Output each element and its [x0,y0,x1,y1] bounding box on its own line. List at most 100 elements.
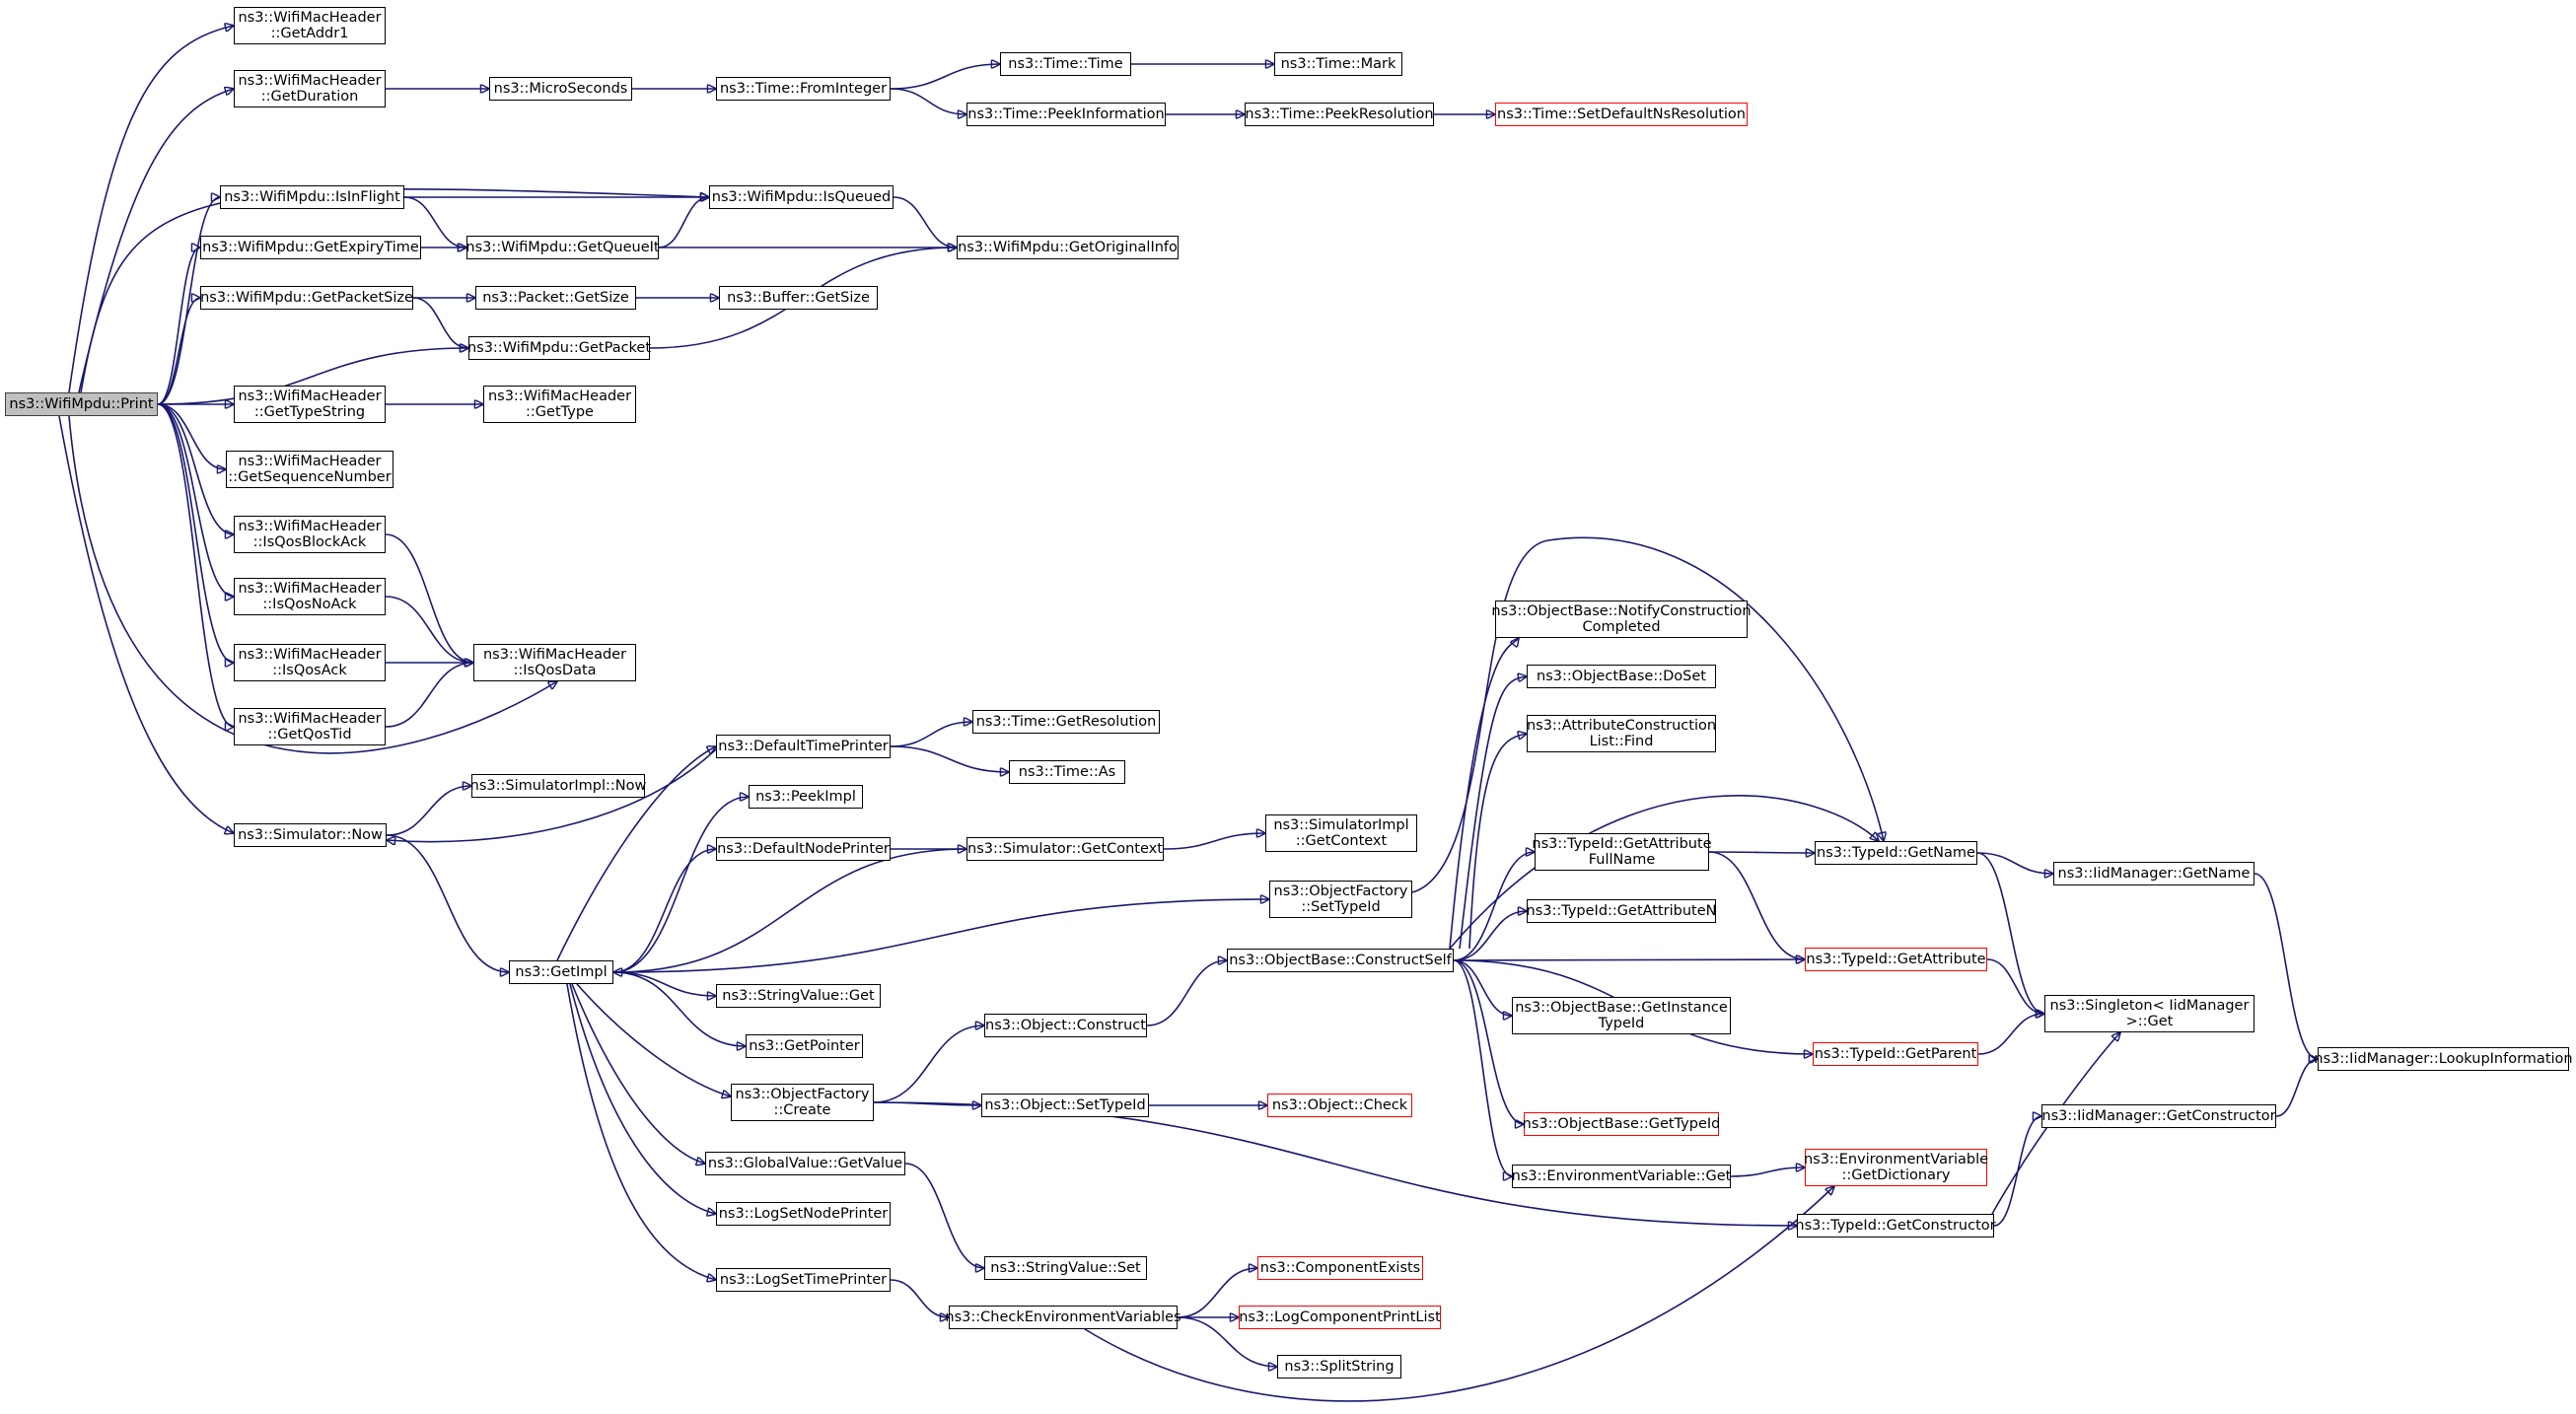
edge-checkEnvVars-to-splitString [1177,1316,1277,1367]
node-label: ns3::TypeId::GetAttribute FullName [1532,836,1712,868]
node-label: ns3::WifiMacHeader ::IsQosData [482,647,627,678]
node-iid-lookup-information[interactable]: ns3::IidManager::LookupInformation [2314,1047,2573,1071]
node-label: ns3::WifiMacHeader ::GetDuration [238,73,382,105]
node-env-var-get[interactable]: ns3::EnvironmentVariable::Get [1512,1165,1731,1188]
node-label: ns3::MicroSeconds [493,81,628,97]
edge-constructSelf-to-attrConstructionFind [1468,734,1527,950]
node-type-id-get-constructor[interactable]: ns3::TypeId::GetConstructor [1795,1214,1996,1237]
node-label: ns3::WifiMacHeader ::IsQosAck [238,647,382,678]
node-string-value-get[interactable]: ns3::StringValue::Get [716,984,881,1008]
edge-isQueued-to-getOriginalInfo [893,196,957,247]
node-obj-base-get-type-id[interactable]: ns3::ObjectBase::GetTypeId [1522,1112,1721,1136]
node-sim-get-context[interactable]: ns3::Simulator::GetContext [966,837,1164,861]
edge-print-to-simulatorNow [58,415,234,833]
node-label: ns3::TypeId::GetAttributeN [1526,903,1717,919]
node-is-qos-ack[interactable]: ns3::WifiMacHeader ::IsQosAck [234,644,386,681]
edge-print-to-getPacketSize [157,298,200,405]
node-get-type[interactable]: ns3::WifiMacHeader ::GetType [483,386,636,423]
node-sim-impl-now[interactable]: ns3::SimulatorImpl::Now [470,774,646,798]
node-component-exists[interactable]: ns3::ComponentExists [1257,1256,1423,1280]
node-label: ns3::ObjectBase::GetTypeId [1522,1116,1721,1132]
node-get-qos-tid[interactable]: ns3::WifiMacHeader ::GetQosTid [234,708,386,745]
node-label: ns3::LogSetNodePrinter [718,1206,889,1222]
node-buffer-get-size[interactable]: ns3::Buffer::GetSize [719,286,878,310]
node-obj-factory-set-type-id[interactable]: ns3::ObjectFactory ::SetTypeId [1269,881,1412,918]
node-iid-get-constructor[interactable]: ns3::IidManager::GetConstructor [2041,1104,2276,1128]
node-is-qos-block-ack[interactable]: ns3::WifiMacHeader ::IsQosBlockAck [234,516,386,553]
node-get-attribute-full-name[interactable]: ns3::TypeId::GetAttribute FullName [1532,833,1712,871]
node-global-value-get-value[interactable]: ns3::GlobalValue::GetValue [705,1152,905,1175]
node-label: ns3::ObjectBase::DoSet [1537,669,1706,684]
node-peek-information[interactable]: ns3::Time::PeekInformation [966,103,1166,126]
node-time-get-resolution[interactable]: ns3::Time::GetResolution [972,710,1160,734]
node-notify-construction[interactable]: ns3::ObjectBase::NotifyConstruction Comp… [1491,601,1752,638]
node-type-id-get-attribute[interactable]: ns3::TypeId::GetAttribute [1805,948,1987,971]
node-type-id-get-name[interactable]: ns3::TypeId::GetName [1815,841,1977,865]
edge-print-to-getExpiryTime [157,247,200,405]
node-label: ns3::SplitString [1284,1359,1395,1375]
node-construct-self[interactable]: ns3::ObjectBase::ConstructSelf [1227,949,1454,972]
edge-getAttributeFullName-to-typeIdGetName [1708,852,1815,853]
node-from-integer[interactable]: ns3::Time::FromInteger [716,77,891,101]
node-log-component-print-list[interactable]: ns3::LogComponentPrintList [1239,1306,1441,1329]
node-label: ns3::IidManager::GetName [2057,866,2251,882]
node-get-sequence-number[interactable]: ns3::WifiMacHeader ::GetSequenceNumber [226,451,394,488]
node-string-value-set[interactable]: ns3::StringValue::Set [984,1256,1147,1280]
node-obj-factory-create[interactable]: ns3::ObjectFactory ::Create [731,1084,874,1121]
node-get-duration[interactable]: ns3::WifiMacHeader ::GetDuration [234,70,386,107]
node-label: ns3::WifiMpdu::IsQueued [711,189,892,205]
node-label: ns3::WifiMacHeader ::GetTypeString [238,389,382,420]
node-is-qos-no-ack[interactable]: ns3::WifiMacHeader ::IsQosNoAck [234,578,386,615]
node-default-node-printer[interactable]: ns3::DefaultNodePrinter [716,837,891,861]
node-label: ns3::TypeId::GetConstructor [1795,1218,1996,1234]
node-object-set-type-id[interactable]: ns3::Object::SetTypeId [981,1094,1149,1117]
node-time-mark[interactable]: ns3::Time::Mark [1274,52,1402,76]
node-label: ns3::DefaultNodePrinter [717,841,890,857]
node-micro-seconds[interactable]: ns3::MicroSeconds [489,77,632,101]
node-do-set[interactable]: ns3::ObjectBase::DoSet [1527,665,1716,688]
node-get-original-info[interactable]: ns3::WifiMpdu::GetOriginalInfo [957,236,1179,259]
node-type-id-get-parent[interactable]: ns3::TypeId::GetParent [1813,1042,1978,1066]
node-set-default-ns-resolution[interactable]: ns3::Time::SetDefaultNsResolution [1495,103,1748,126]
node-get-type-string[interactable]: ns3::WifiMacHeader ::GetTypeString [234,386,386,423]
node-get-attribute-n[interactable]: ns3::TypeId::GetAttributeN [1526,899,1717,923]
node-label: ns3::WifiMpdu::IsInFlight [224,189,400,205]
node-get-impl[interactable]: ns3::GetImpl [509,960,613,984]
node-get-expiry-time[interactable]: ns3::WifiMpdu::GetExpiryTime [200,236,421,259]
node-get-packet-size[interactable]: ns3::WifiMpdu::GetPacketSize [200,286,413,310]
node-log-set-time-printer[interactable]: ns3::LogSetTimePrinter [716,1268,891,1292]
node-check-env-vars[interactable]: ns3::CheckEnvironmentVariables [945,1306,1181,1329]
node-peek-impl[interactable]: ns3::PeekImpl [749,785,863,809]
node-singleton-get[interactable]: ns3::Singleton< IidManager >::Get [2044,995,2254,1032]
node-attr-construction-find[interactable]: ns3::AttributeConstruction List::Find [1527,715,1716,752]
node-get-addr1[interactable]: ns3::WifiMacHeader ::GetAddr1 [234,7,386,44]
node-is-queued[interactable]: ns3::WifiMpdu::IsQueued [709,185,894,209]
node-label: ns3::WifiMacHeader ::GetType [487,389,632,420]
node-log-set-node-printer[interactable]: ns3::LogSetNodePrinter [716,1202,891,1226]
node-env-var-get-dictionary[interactable]: ns3::EnvironmentVariable ::GetDictionary [1804,1149,1988,1186]
node-is-qos-data[interactable]: ns3::WifiMacHeader ::IsQosData [473,644,636,681]
edge-getImpl-to-objFactorySetTypeId [612,899,1269,973]
node-time-time[interactable]: ns3::Time::Time [1000,52,1131,76]
node-label: ns3::WifiMpdu::GetOriginalInfo [958,240,1178,255]
node-object-check[interactable]: ns3::Object::Check [1267,1094,1412,1117]
node-iid-get-name[interactable]: ns3::IidManager::GetName [2053,862,2254,885]
node-get-queue-it[interactable]: ns3::WifiMpdu::GetQueueIt [465,236,660,259]
node-is-in-flight[interactable]: ns3::WifiMpdu::IsInFlight [220,185,404,209]
node-label: ns3::Time::GetResolution [975,714,1157,730]
node-packet-get-size[interactable]: ns3::Packet::GetSize [475,286,636,310]
edge-getImpl-to-peekImpl [612,797,749,973]
node-default-time-printer[interactable]: ns3::DefaultTimePrinter [716,735,891,758]
node-peek-resolution[interactable]: ns3::Time::PeekResolution [1245,103,1434,126]
node-object-construct[interactable]: ns3::Object::Construct [984,1014,1147,1037]
edge-logSetTimePrinter-to-checkEnvVars [890,1279,949,1317]
node-split-string[interactable]: ns3::SplitString [1277,1355,1401,1379]
node-get-instance-type-id[interactable]: ns3::ObjectBase::GetInstance TypeId [1512,997,1731,1034]
edge-getImpl-to-objFactoryCreate [576,983,731,1096]
node-time-as[interactable]: ns3::Time::As [1009,760,1125,784]
node-get-packet[interactable]: ns3::WifiMpdu::GetPacket [467,336,651,360]
node-simulator-now[interactable]: ns3::Simulator::Now [234,823,387,847]
node-sim-impl-get-context[interactable]: ns3::SimulatorImpl ::GetContext [1265,814,1417,852]
node-get-pointer[interactable]: ns3::GetPointer [746,1034,863,1058]
edge-typeIdGetName-to-iidGetName [1976,852,2053,874]
